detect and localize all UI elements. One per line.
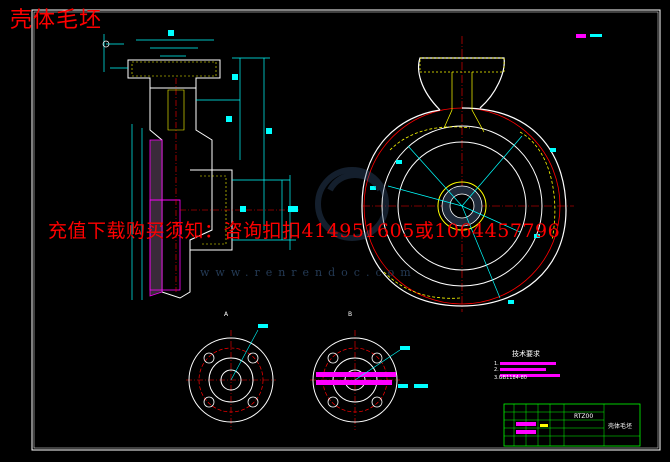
section-view-b xyxy=(310,330,428,430)
tech-req-item-3: 3.GB1184-80 xyxy=(494,375,527,381)
tech-req-item-1: 1. xyxy=(494,361,499,367)
title-block-code: RTZ00 xyxy=(574,413,593,420)
site-watermark: www.renrendoc.com xyxy=(200,266,417,279)
front-view-volute xyxy=(361,34,602,312)
title-block xyxy=(503,403,641,447)
tech-req-heading: 技术要求 xyxy=(512,349,540,358)
drawing-inner-border xyxy=(33,11,659,449)
watermark-logo xyxy=(315,167,389,241)
drawing-title: 壳体毛坯 xyxy=(10,8,103,33)
technical-requirements-block xyxy=(500,362,560,377)
tech-req-item-2: 2. xyxy=(494,367,499,373)
title-block-name: 壳体毛坯 xyxy=(608,422,632,430)
section-view-a xyxy=(186,324,276,430)
section-a-label: A xyxy=(224,311,229,318)
promo-watermark: 充值下载购买须知：咨询扣扣414951605或1064457796 xyxy=(48,220,561,242)
drawing-border xyxy=(31,9,661,451)
section-b-label: B xyxy=(348,311,352,318)
side-section-view xyxy=(102,30,300,300)
